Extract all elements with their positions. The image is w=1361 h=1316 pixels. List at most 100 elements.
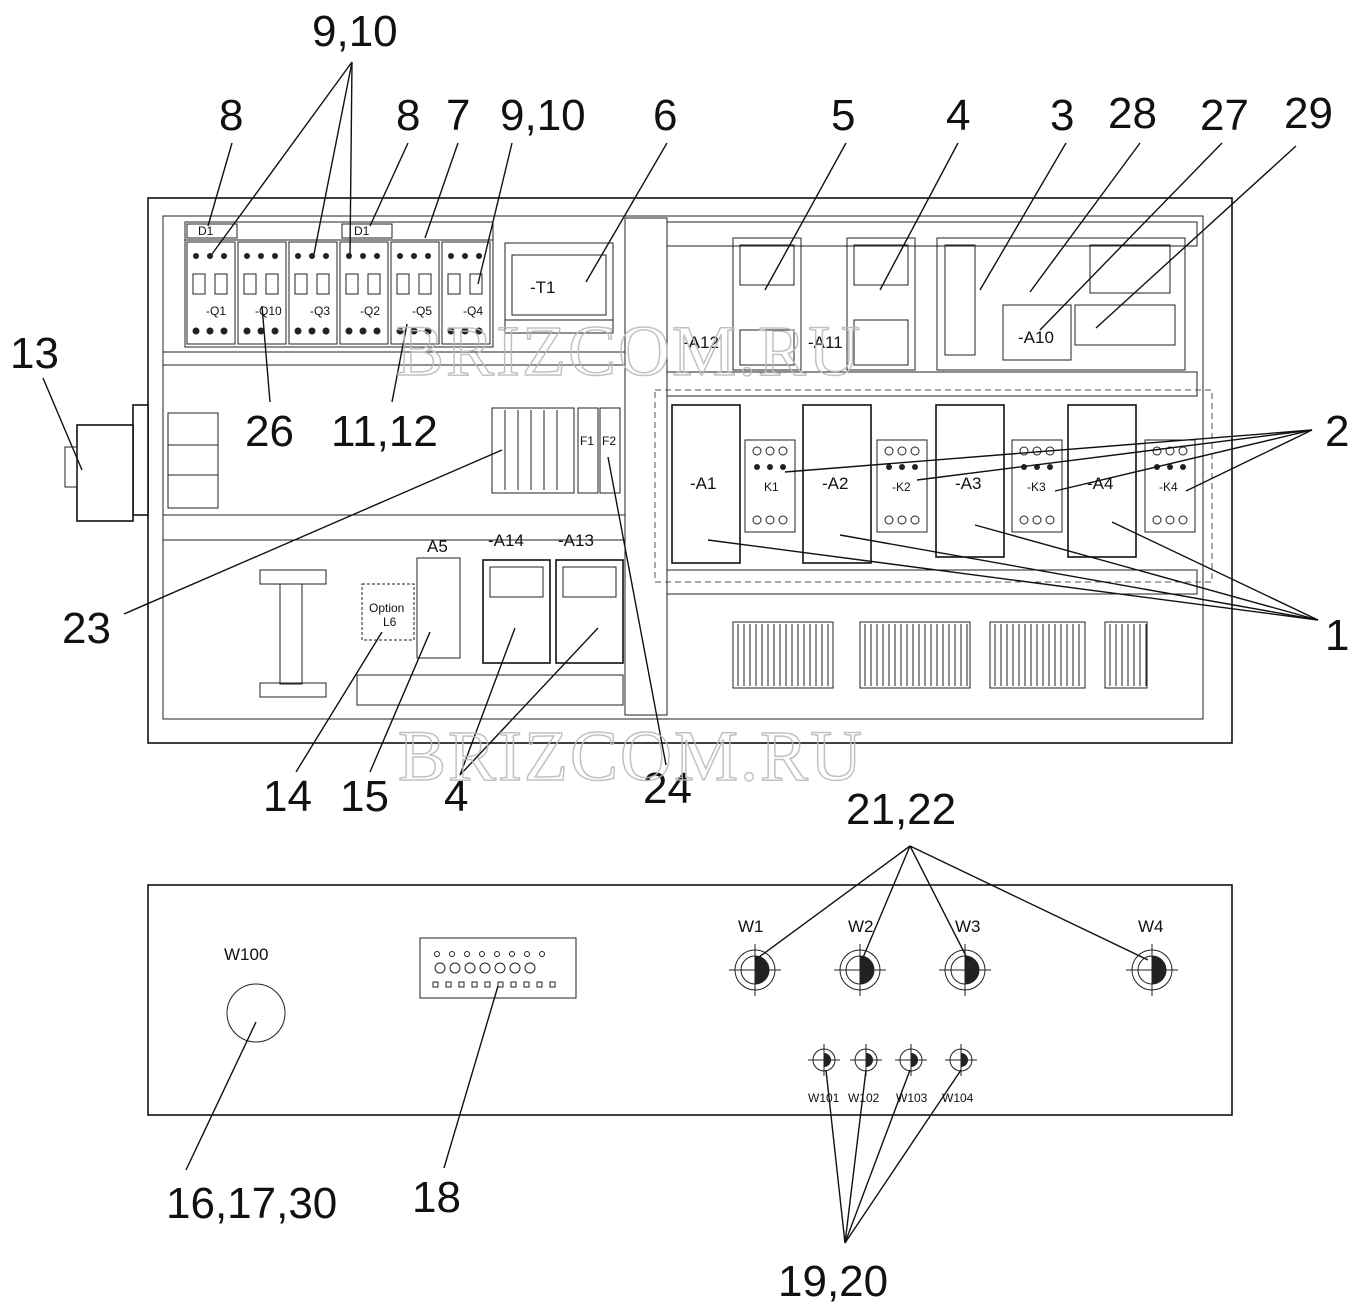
pin xyxy=(524,962,536,974)
callout-9-10-top: 9,10 xyxy=(312,7,398,56)
w100-label: W100 xyxy=(224,945,268,964)
pin xyxy=(464,951,470,957)
breaker-cell xyxy=(288,241,338,345)
terminal-row xyxy=(1104,621,1148,689)
terminal-screw xyxy=(425,253,431,259)
breaker-lever xyxy=(345,273,359,295)
terminal-screw xyxy=(192,327,200,335)
a1-label: -A1 xyxy=(690,474,716,493)
breaker-lever xyxy=(469,273,483,295)
terminal-screw xyxy=(447,327,455,335)
contact-screw xyxy=(1165,446,1175,456)
contact-screw xyxy=(897,446,907,456)
contact-screw xyxy=(780,464,786,470)
terminal-screw xyxy=(308,327,316,335)
w2-label: W2 xyxy=(848,917,874,936)
callout-9-10-mid: 9,10 xyxy=(500,91,586,140)
contact-screw xyxy=(897,515,907,525)
w104-label: W104 xyxy=(942,1091,974,1105)
contact-screw xyxy=(1180,464,1186,470)
relay-k3: -K3 xyxy=(1011,439,1063,533)
terminal-screw xyxy=(476,253,482,259)
callout-8-left: 8 xyxy=(219,91,243,140)
terminal-screw xyxy=(271,327,279,335)
terminal-screw xyxy=(374,253,380,259)
a13-label: -A13 xyxy=(558,531,594,550)
callout-1: 1 xyxy=(1325,611,1349,660)
relay-a1: -A1 xyxy=(671,404,741,564)
q1-label: -Q1 xyxy=(206,304,226,318)
terminal-screw xyxy=(221,253,227,259)
terminal-screw xyxy=(396,327,404,335)
pin xyxy=(510,981,517,988)
q3-label: -Q3 xyxy=(310,304,330,318)
din-rail-bracket xyxy=(259,569,327,698)
breaker-cell xyxy=(339,241,389,345)
breaker-lever xyxy=(418,273,432,295)
callout-26: 26 xyxy=(245,407,294,456)
contact-screw xyxy=(765,515,775,525)
terminal-block-23 xyxy=(491,407,575,494)
terminal-rows xyxy=(732,621,1148,689)
module-a14: -A14 xyxy=(482,531,551,664)
breaker-lever xyxy=(367,273,381,295)
callout-23: 23 xyxy=(62,604,111,653)
terminal-screw xyxy=(360,253,366,259)
terminal-row xyxy=(732,621,834,689)
contact-screw xyxy=(912,464,918,470)
pin xyxy=(445,981,452,988)
relay-a2: -A2 xyxy=(802,404,872,564)
contact-screw xyxy=(910,446,920,456)
pin xyxy=(523,981,530,988)
w3-label: W3 xyxy=(955,917,981,936)
contact-screw xyxy=(899,464,905,470)
pin xyxy=(536,981,543,988)
pin xyxy=(464,962,476,974)
terminal-screw xyxy=(410,327,418,335)
terminal-screw xyxy=(359,327,367,335)
breaker-lever xyxy=(294,273,308,295)
callout-29: 29 xyxy=(1284,89,1333,138)
terminal-screw xyxy=(272,253,278,259)
relay-k1: K1 xyxy=(744,439,796,533)
watermark-bottom: BRIZCOM.RU xyxy=(398,716,864,796)
contact-screw xyxy=(1019,446,1029,456)
callout-2: 2 xyxy=(1325,407,1349,456)
transformer-t1: -T1 xyxy=(504,242,614,334)
pin xyxy=(509,951,515,957)
contact-screw xyxy=(778,446,788,456)
callout-5: 5 xyxy=(831,91,855,140)
pin xyxy=(484,981,491,988)
callout-24: 24 xyxy=(643,764,692,813)
module-a5: A5 xyxy=(416,537,461,659)
callout-3: 3 xyxy=(1050,91,1074,140)
a12-label: -A12 xyxy=(683,333,719,352)
terminal-screw xyxy=(475,327,483,335)
a14-label: -A14 xyxy=(488,531,524,550)
terminal-screw xyxy=(294,327,302,335)
contact-screw xyxy=(752,515,762,525)
main-switch-handle xyxy=(64,404,219,522)
q5-label: -Q5 xyxy=(412,304,432,318)
terminal-screw xyxy=(220,327,228,335)
k2-label: -K2 xyxy=(892,480,911,494)
terminal-screw xyxy=(397,253,403,259)
pin xyxy=(434,962,446,974)
terminal-screw xyxy=(244,253,250,259)
relay-a4: -A4 xyxy=(1067,404,1137,558)
callout-18: 18 xyxy=(412,1173,461,1222)
t1-label: -T1 xyxy=(530,278,556,297)
terminal-screw xyxy=(462,253,468,259)
bottom-plate: W100 W1 W2 W3 W4 W101 W102 W103 W104 xyxy=(147,884,1233,1116)
breaker-cell xyxy=(441,241,491,345)
contact-screw xyxy=(1152,446,1162,456)
module-a12: -A12 xyxy=(683,237,802,371)
w103-label: W103 xyxy=(896,1091,928,1105)
contact-screw xyxy=(1019,515,1029,525)
terminal-row xyxy=(989,621,1086,689)
callout-21-22: 21,22 xyxy=(846,785,956,834)
terminal-screw xyxy=(345,327,353,335)
d1-left-label: D1 xyxy=(198,224,214,238)
callout-13: 13 xyxy=(10,329,59,378)
